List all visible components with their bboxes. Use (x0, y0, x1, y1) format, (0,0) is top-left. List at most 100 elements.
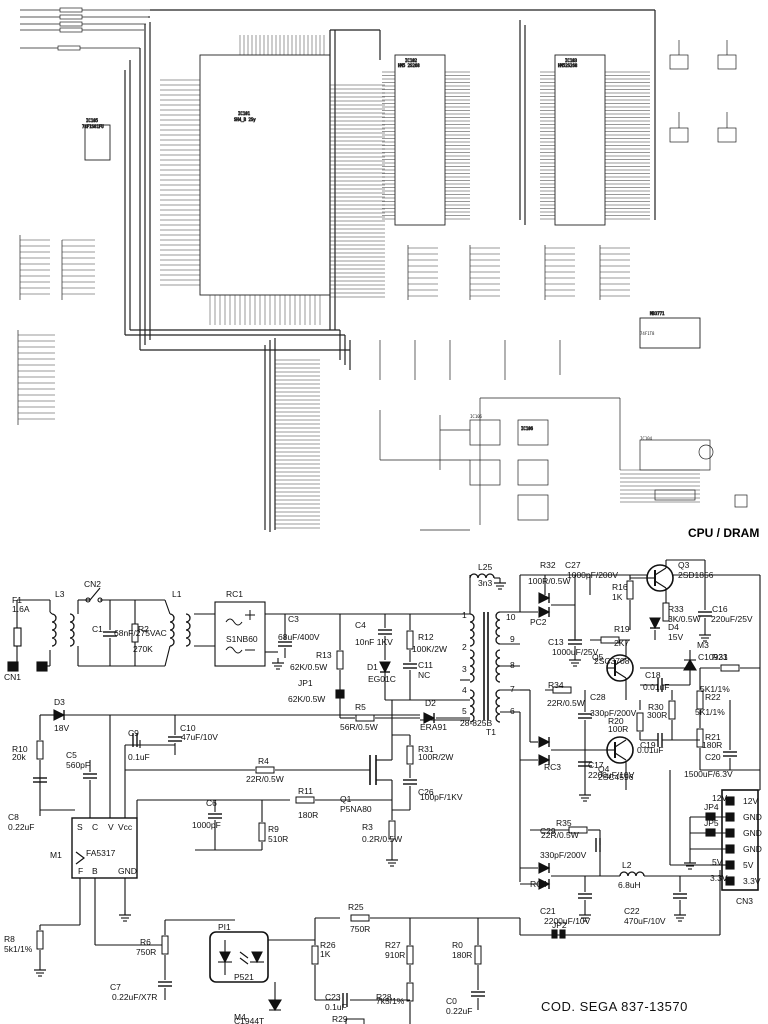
svg-text:HM5 2S268: HM5 2S268 (398, 63, 420, 68)
value-rc1: S1NB60 (226, 634, 258, 644)
ic-m1 (33, 796, 392, 977)
value-c29: 330pF/200V (540, 850, 587, 860)
bus-frame (124, 9, 656, 532)
ref-c0: C0 (446, 996, 457, 1006)
value-r30: 300R (647, 710, 667, 720)
cn3-pin-labels: 12V GND GND GND 5V 3.3V CN3 12V 5V 3.3V (710, 793, 762, 906)
ref-m1: M1 (50, 850, 62, 860)
cpu-pin-lines (18, 35, 700, 529)
clock-block (639, 439, 748, 508)
ref-d4: D4 (668, 622, 679, 632)
ref-rc3: RC3 (544, 762, 561, 772)
ref-r34: R34 (548, 680, 564, 690)
value-r25: 750R (350, 924, 370, 934)
ref-c26: C26 (418, 787, 434, 797)
value-m3: C10931 (698, 652, 728, 662)
ref-r30: R30 (648, 702, 664, 712)
ref-q5: Q5 (592, 652, 604, 662)
ref-c29: C29 (540, 826, 556, 836)
value-c7: 0.22uF/X7R (112, 992, 157, 1002)
value-r35: 22R/0.5W (541, 830, 579, 840)
value-l25: 3n3 (478, 578, 492, 588)
ref-r9: R9 (268, 824, 279, 834)
ref-c1: C1 (92, 624, 103, 634)
ic101-cpu: IC101 SH4_B 2Sy (199, 54, 331, 296)
value-c28: 330pF/200V (590, 708, 637, 718)
ref-pi1: PI1 (218, 922, 231, 932)
ref-r19: R19 (614, 624, 630, 634)
t1-pin-10: 10 (506, 612, 516, 622)
ref-r4: R4 (258, 756, 269, 766)
rail-3v3: 3.3V (710, 873, 728, 883)
value-pi1: P521 (234, 972, 254, 982)
value-c4: 10nF 1KV (355, 637, 393, 647)
value-c10: 47uF/10V (181, 732, 218, 742)
ref-q3: Q3 (678, 560, 690, 570)
value-r11: 180R (298, 810, 318, 820)
ic102-dram: IC102 HM5 2S268 (394, 54, 446, 226)
value-r8: 5k1/1% (4, 944, 33, 954)
secondary-3v3 (519, 712, 740, 922)
value-l2: 6.8uH (618, 880, 641, 890)
ref-l2: L2 (622, 860, 632, 870)
svg-text:IC106: IC106 (521, 426, 534, 431)
ref-q1: Q1 (340, 794, 352, 804)
svg-text:IC103: IC103 (565, 58, 578, 63)
ref-m3: M3 (697, 640, 709, 650)
ref-r28: R28 (376, 992, 392, 1002)
ref-r20: R20 (608, 716, 624, 726)
ref-r23: R23 (712, 652, 728, 662)
value-c21: 2200uF/10V (544, 916, 591, 926)
ref-c17: C17 (588, 760, 604, 770)
m1-pin-f: F (78, 866, 83, 876)
cn3-pin-4: GND (743, 844, 762, 854)
t1-pin-5: 5 (462, 706, 467, 716)
value-c8: 0.22uF (8, 822, 34, 832)
value-r33: 3K/0.5W (668, 614, 701, 624)
ref-r29: R29 (332, 1014, 348, 1024)
ref-rc4: RC4 (530, 879, 547, 889)
value-c19: 0.01uF (637, 745, 663, 755)
value-r26: 1K (320, 949, 331, 959)
value-r13: 62K/0.5W (290, 662, 327, 672)
value-r10: 20k (12, 752, 26, 762)
cn3-name: CN3 (736, 896, 753, 906)
m1-pin-v: V (108, 822, 114, 832)
value-jp1: 62K/0.5W (288, 694, 325, 704)
ic106: IC106 (469, 419, 549, 521)
ref-jp2: JP2 (552, 920, 567, 930)
t1-pin-2: 2 (462, 642, 467, 652)
ref-r0: R0 (452, 940, 463, 950)
value-r9: 510R (268, 834, 288, 844)
psu-section (7, 559, 761, 1024)
ref-r22: R22 (705, 692, 721, 702)
ref-c23: C23 (325, 992, 341, 1002)
value-c26: 100pF/1KV (420, 792, 463, 802)
mosfet-q1 (369, 700, 418, 867)
ref-jp4: JP4 (704, 802, 719, 812)
value-m4: C1944T (234, 1016, 264, 1024)
svg-text:IC102: IC102 (405, 58, 418, 63)
ref-c13: C13 (548, 637, 564, 647)
t1-pin-6: 6 (510, 706, 515, 716)
value-r12: 100K/2W (412, 644, 447, 654)
value-r20: 100R (608, 724, 628, 734)
m1-pin-gnd: GND (118, 866, 137, 876)
ref-l25: L25 (478, 562, 492, 572)
ref-r2: R2 (138, 624, 149, 634)
cpu-ref-ic106: IC106 (470, 414, 483, 419)
value-q1: P5NA80 (340, 804, 372, 814)
value-c5: 560pF (66, 760, 90, 770)
ref-cn2: CN2 (84, 579, 101, 589)
cpu-ic-labels: IC104 IC106 74F1T8 (470, 331, 655, 441)
feedback-opto (95, 870, 721, 1024)
t1-pin-3: 3 (462, 664, 467, 674)
ref-r5: R5 (355, 702, 366, 712)
cpu-ref-ic104: IC104 (640, 436, 653, 441)
t1-pin-8: 8 (510, 660, 515, 670)
value-r27: 910R (385, 950, 405, 960)
m1-pin-s: S (77, 822, 83, 832)
left-resistor-arrays (17, 235, 63, 425)
ref-r31: R31 (418, 744, 434, 754)
